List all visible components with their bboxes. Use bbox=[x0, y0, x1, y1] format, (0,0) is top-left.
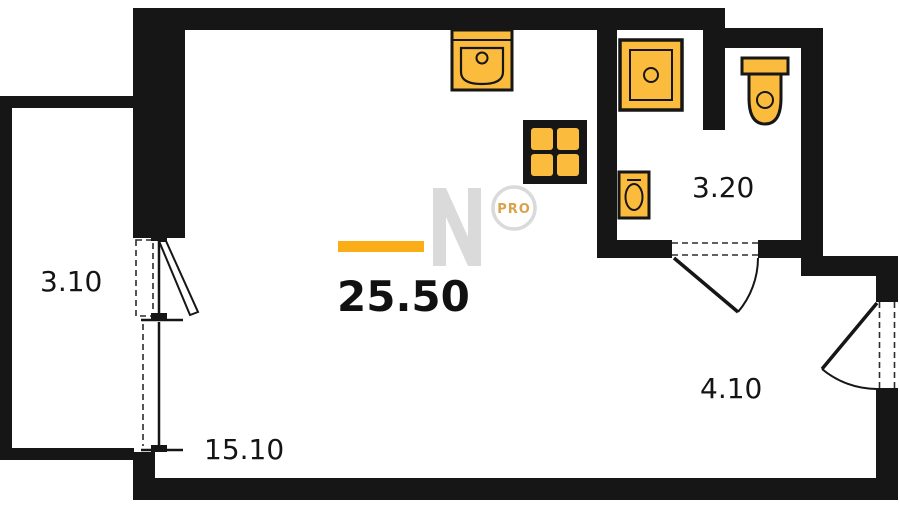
sink-faucet-hole bbox=[475, 51, 489, 65]
watermark-n-right-bar bbox=[468, 188, 481, 266]
watermark-logo: PRO bbox=[433, 185, 537, 266]
shower-tray-inner bbox=[629, 49, 673, 101]
entrance-door-swing-arc bbox=[821, 368, 878, 390]
apartment-walls bbox=[133, 8, 898, 500]
stove-icon bbox=[523, 120, 587, 184]
balcony-wall-left bbox=[0, 96, 12, 460]
wall-bath-left bbox=[597, 28, 617, 242]
bathroom-door bbox=[672, 242, 759, 314]
watermark-pro-text: PRO bbox=[497, 202, 531, 217]
kitchen-sink-icon bbox=[450, 28, 514, 92]
balcony-wall-top bbox=[0, 96, 134, 108]
toilet-bowl-inner bbox=[756, 91, 774, 109]
frame-plate-bottom bbox=[151, 445, 167, 452]
wall-top bbox=[133, 8, 725, 30]
stove-burner-1 bbox=[531, 128, 553, 150]
balcony-door-leaf bbox=[157, 240, 200, 317]
room-label-balcony: 3.10 bbox=[40, 265, 102, 298]
wall-bath-divider bbox=[703, 8, 725, 130]
wall-bath-bottom-left bbox=[597, 240, 672, 258]
wall-niche-top bbox=[725, 28, 823, 48]
sink-bowl bbox=[459, 46, 505, 86]
frame-plate-top bbox=[151, 234, 167, 241]
wash-basin-icon bbox=[617, 170, 651, 220]
wall-bottom bbox=[133, 478, 898, 500]
wall-bath-right bbox=[801, 28, 823, 258]
stove-burner-2 bbox=[557, 128, 579, 150]
wall-right-lower bbox=[876, 388, 898, 480]
basin-bowl bbox=[624, 183, 644, 211]
room-label-hall: 4.10 bbox=[700, 372, 762, 405]
total-area-label: 25.50 bbox=[337, 272, 470, 321]
balcony-walls bbox=[0, 96, 134, 460]
balcony-door-window bbox=[135, 234, 200, 452]
entrance-door bbox=[820, 301, 896, 390]
wall-right-upper bbox=[876, 276, 898, 302]
balcony-door-projection bbox=[135, 239, 154, 317]
toilet-tank bbox=[740, 56, 790, 76]
wall-hall-connector bbox=[801, 256, 898, 276]
toilet-icon bbox=[740, 56, 790, 126]
watermark-pro-badge bbox=[491, 185, 537, 231]
entrance-door-leaf bbox=[820, 301, 879, 371]
shower-icon bbox=[618, 38, 684, 112]
stove-burner-3 bbox=[531, 154, 553, 176]
wall-left-pier bbox=[133, 8, 185, 238]
room-label-bathroom: 3.20 bbox=[692, 171, 754, 204]
shower-drain bbox=[643, 67, 659, 83]
room-labels: 3.10 25.50 3.20 4.10 15.10 bbox=[40, 171, 762, 466]
bathroom-door-swing-arc bbox=[737, 257, 759, 313]
stove-burner-4 bbox=[557, 154, 579, 176]
balcony-wall-bottom bbox=[0, 448, 134, 460]
room-label-living: 15.10 bbox=[204, 433, 284, 466]
basin-body bbox=[617, 170, 651, 220]
toilet-bowl bbox=[747, 72, 783, 126]
bathroom-door-leaf bbox=[672, 256, 740, 314]
area-highlight-bar bbox=[338, 241, 424, 252]
